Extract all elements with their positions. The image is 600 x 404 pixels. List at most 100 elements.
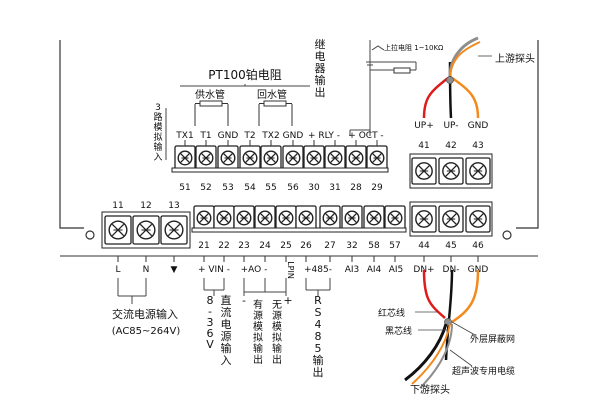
probe-bottom-number-46: 46 — [472, 241, 484, 251]
probe-bottom-terminal-2[interactable] — [465, 205, 491, 233]
ac-range-label: (AC85~264V) — [112, 326, 181, 337]
pullup-note: 上拉电阻 1~10KΩ — [384, 43, 444, 52]
lower-label-0: L — [115, 265, 120, 275]
probe-top-terminal-42[interactable] — [438, 157, 464, 185]
lower-number-24: 24 — [259, 241, 271, 251]
lower-terminal-57[interactable] — [384, 205, 406, 231]
relay-label: 继电器输出 — [315, 38, 326, 99]
probe-top-number-43: 43 — [472, 141, 483, 151]
ac-input-bracket — [117, 278, 147, 304]
upper-terminal-55[interactable] — [260, 145, 282, 171]
upper-terminal-54[interactable] — [239, 145, 261, 171]
upper-terminal-number-54: 54 — [244, 183, 256, 193]
return-pipe-label: 回水管 — [257, 88, 287, 101]
upstream-probe-label: 上游探头 — [495, 52, 535, 65]
lower-label-3: + VIN - — [198, 265, 230, 275]
black-wire-label: 黑芯线 — [385, 325, 412, 337]
resistor-return — [258, 100, 293, 118]
power-number-11: 11 — [112, 201, 123, 211]
lower-terminal-26[interactable] — [295, 205, 317, 231]
lower-number-26: 26 — [300, 241, 312, 251]
supply-pipe-label: 供水管 — [195, 88, 225, 101]
upper-terminal-52[interactable] — [195, 145, 217, 171]
ao-plus-sign: + — [283, 294, 292, 307]
downstream-wires — [404, 269, 480, 389]
dc-input-label: 直流电源输入 — [221, 293, 232, 367]
upper-terminal-number-55: 55 — [265, 183, 276, 193]
upper-terminal-56[interactable] — [282, 145, 304, 171]
upper-terminal-51[interactable] — [174, 145, 196, 171]
probe-bottom-terminal-0[interactable] — [411, 205, 437, 233]
upper-terminal-30[interactable] — [303, 145, 325, 171]
lower-label-6: +485- — [304, 265, 332, 275]
upstream-red-wire — [422, 77, 449, 119]
probe-bottom-terminal-1[interactable] — [438, 205, 464, 233]
upper-terminal-29[interactable] — [366, 145, 388, 171]
lower-label-2: ▼ — [171, 265, 178, 275]
upstream-sheath-point — [446, 76, 454, 84]
pt100-title: PT100铂电阻 — [208, 67, 281, 82]
lower-number-25: 25 — [280, 241, 291, 251]
lower-terminal-21[interactable] — [193, 205, 215, 231]
shield-label: 外层屏蔽网 — [470, 333, 515, 345]
upper-label-5: GND — [283, 131, 304, 141]
mount-hole-left — [85, 230, 95, 240]
lower-terminal-27[interactable] — [319, 205, 341, 231]
lower-label-4: +AO - — [241, 265, 268, 275]
resistor-supply — [194, 100, 229, 118]
power-terminal-12[interactable] — [132, 215, 160, 245]
ao-bracket — [243, 278, 287, 296]
lower-terminal-24[interactable] — [254, 205, 276, 231]
upper-label-1: T1 — [199, 131, 211, 141]
probe-top-terminal-41[interactable] — [411, 157, 437, 185]
upper-terminal-31[interactable] — [324, 145, 346, 171]
lower-number-27: 27 — [324, 241, 335, 251]
lower-label-8: AI4 — [367, 265, 382, 275]
lower-label-1: N — [143, 265, 150, 275]
upper-label-3: T2 — [243, 131, 255, 141]
dc-input-vertical: 直流电源输入 — [221, 293, 232, 367]
upper-terminal-28[interactable] — [345, 145, 367, 171]
probe-top-number-42: 42 — [445, 141, 456, 151]
ao-active-label: 无源模拟输出 — [272, 300, 282, 366]
lower-number-23: 23 — [238, 241, 249, 251]
lower-label-7: AI3 — [345, 265, 360, 275]
upper-label-7: + OCT - — [348, 131, 383, 141]
lower-terminal-22[interactable] — [213, 205, 235, 231]
upper-label-6: + RLY - — [308, 131, 340, 141]
upper-terminal-number-29: 29 — [371, 183, 383, 193]
upstream-orange-wire — [451, 76, 480, 119]
upper-terminal-number-56: 56 — [287, 183, 299, 193]
enclosure-outline — [59, 40, 539, 229]
power-terminal-13[interactable] — [160, 215, 188, 245]
downstream-cable-gray — [419, 323, 453, 389]
power-terminal-11[interactable] — [104, 215, 132, 245]
power-number-12: 12 — [140, 201, 151, 211]
probe-bottom-number-45: 45 — [445, 241, 456, 251]
upper-terminal-number-30: 30 — [308, 183, 320, 193]
power-number-13: 13 — [168, 201, 179, 211]
mount-hole-right — [502, 230, 512, 240]
downstream-probe-label: 下游探头 — [410, 383, 450, 396]
probe-top-terminal-43[interactable] — [465, 157, 491, 185]
lower-terminal-25[interactable] — [275, 205, 297, 231]
relay-vertical-label: 继电器输出 — [315, 38, 326, 99]
lower-terminal-32[interactable] — [341, 205, 363, 231]
upper-terminal-53[interactable] — [217, 145, 239, 171]
upper-terminal-number-51: 51 — [179, 183, 190, 193]
upper-label-0: TX1 — [175, 131, 193, 141]
upper-label-2: GND — [218, 131, 239, 141]
lower-number-57: 57 — [389, 241, 400, 251]
lower-label-9: AI5 — [389, 265, 404, 275]
ao-passive-vertical: 有源模拟输出 — [253, 298, 263, 366]
upper-terminal-number-52: 52 — [200, 183, 211, 193]
lower-terminal-58[interactable] — [363, 205, 385, 231]
lower-terminal-23[interactable] — [233, 205, 255, 231]
